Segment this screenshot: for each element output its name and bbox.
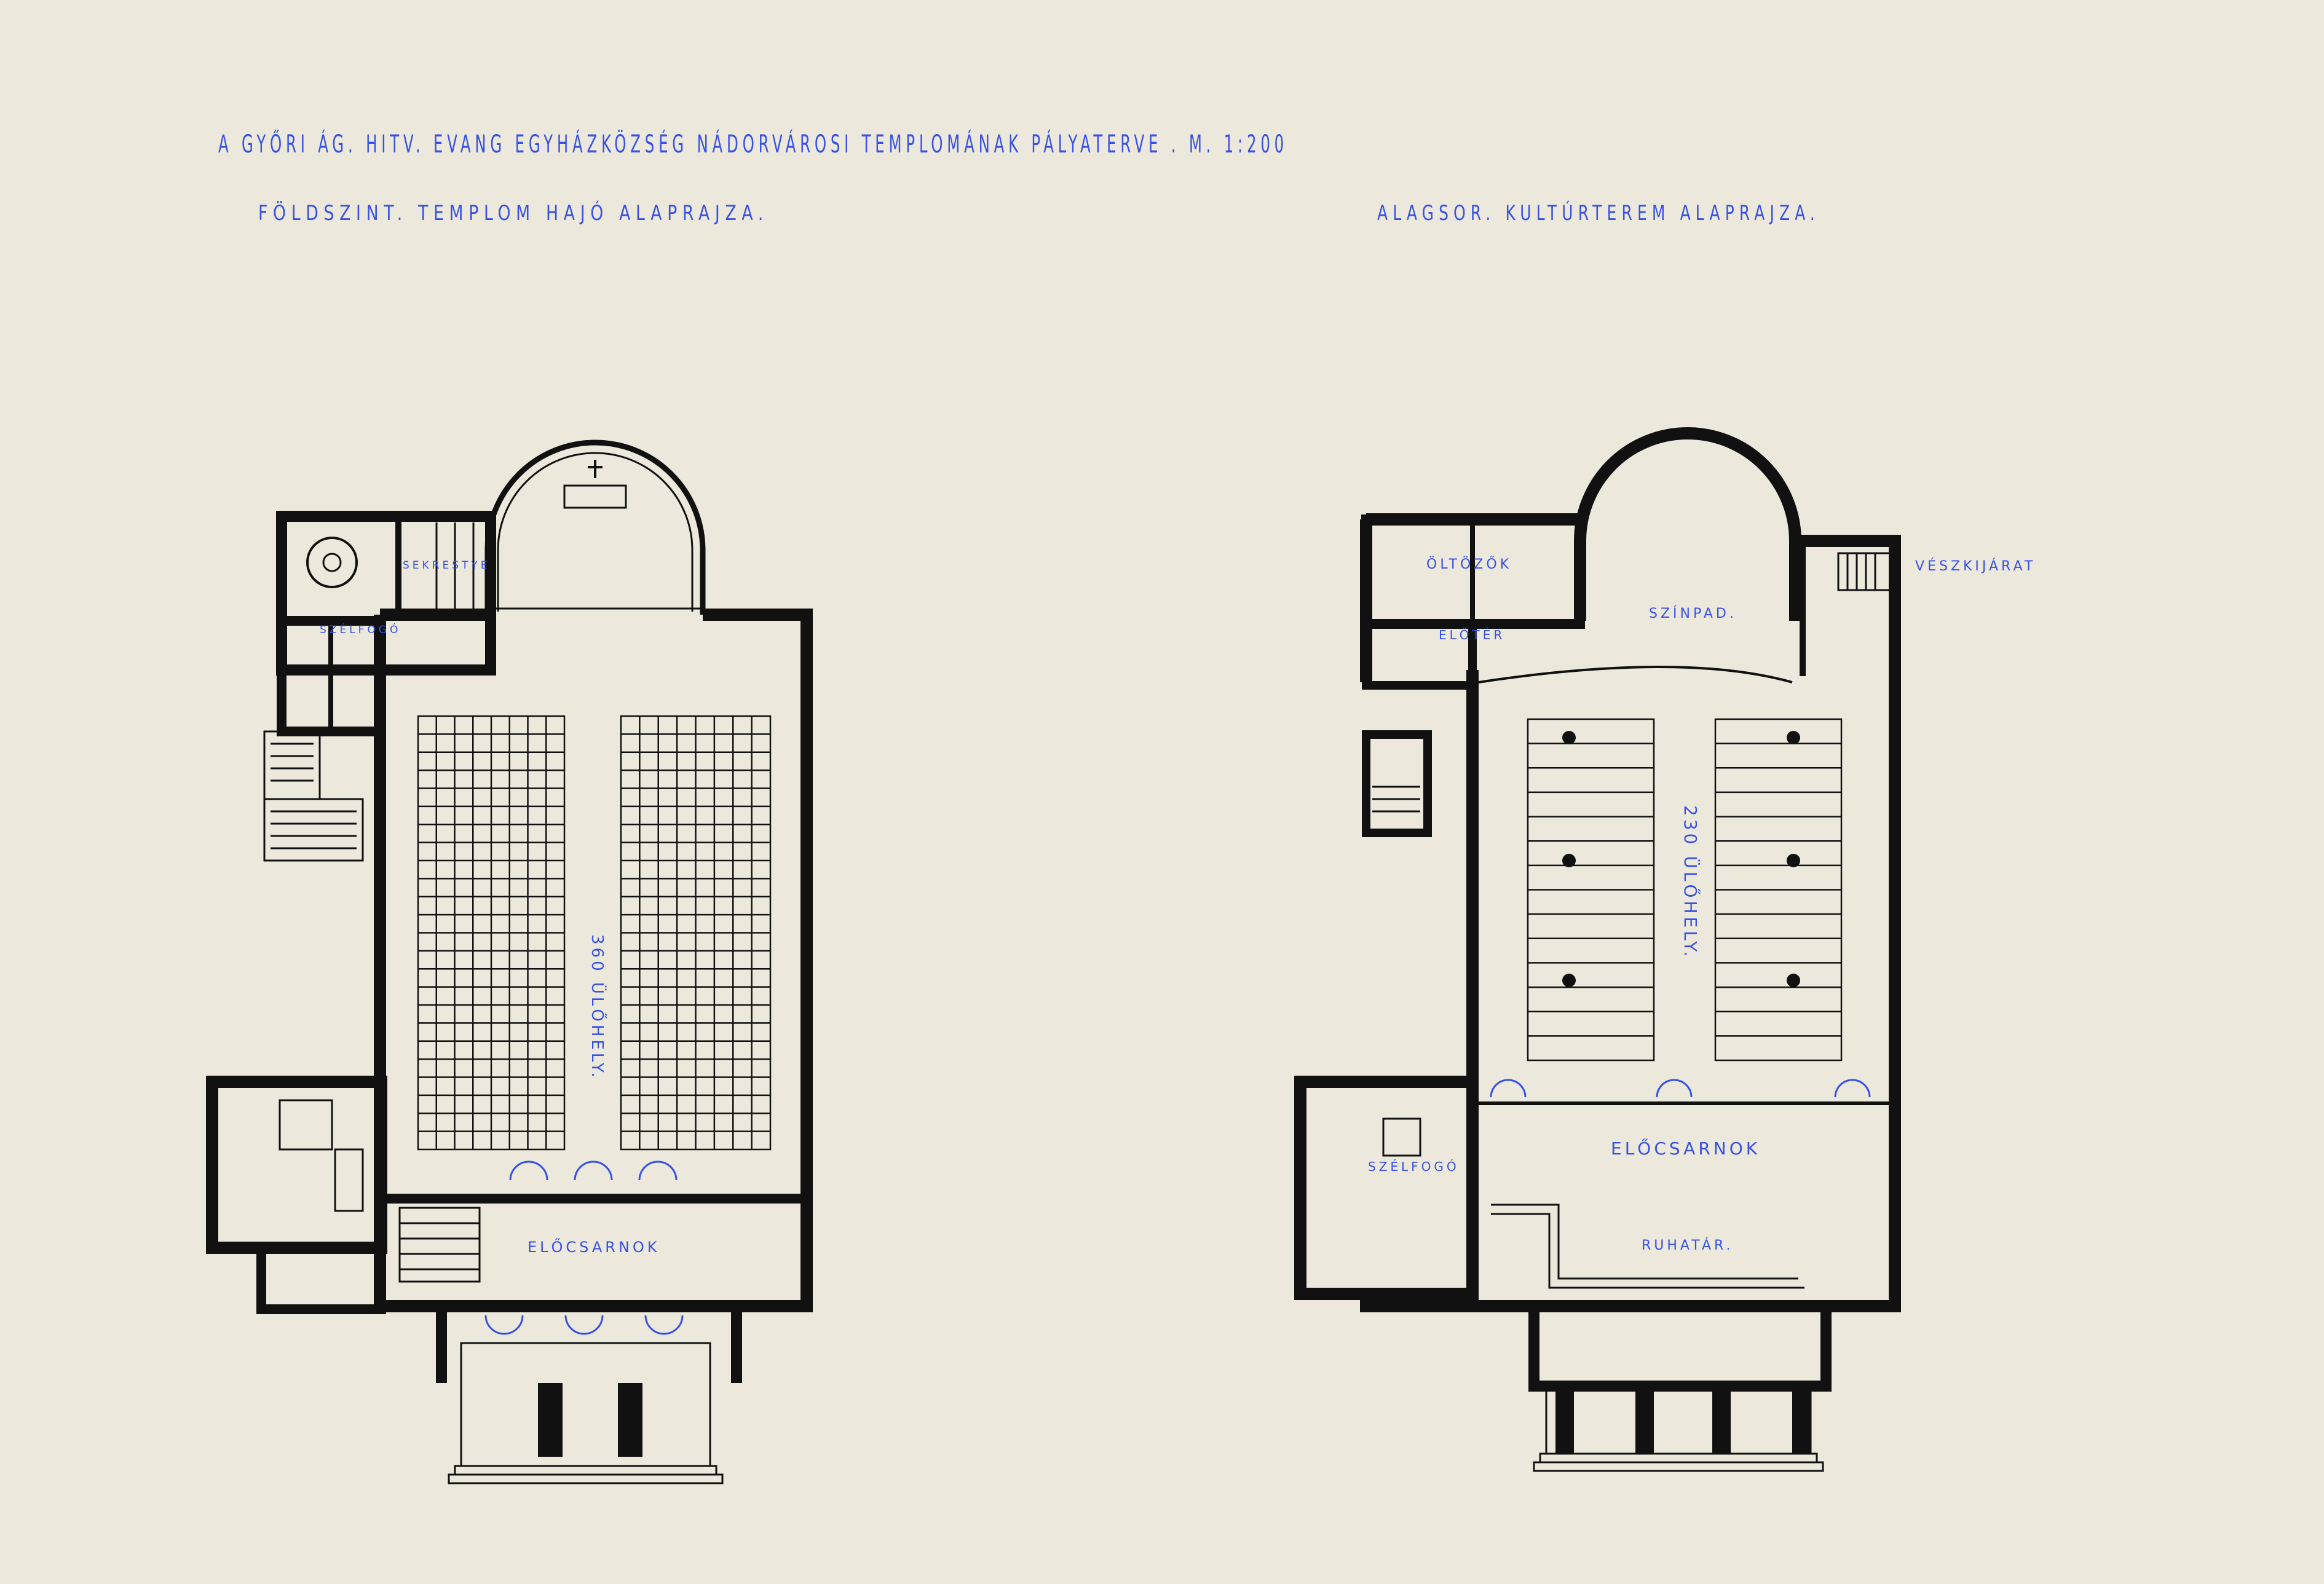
entrance-porch [436, 1306, 742, 1484]
basement-lobby-block [1294, 1076, 1479, 1300]
seat-block-right [1714, 718, 1843, 1062]
basement-plan: ÖLTÖZŐK ELŐTÉR SZÍNPAD. VÉSZKIJÁRAT 230 … [1294, 427, 2036, 1472]
basement-seats-label: 230 ÜLŐHELY. [1680, 805, 1701, 959]
basement-caption: ALAGSOR. KULTÚRTEREM ALAPRAJZA. [1377, 200, 1820, 226]
ground-wind-lobby-label: SZÉLFOGÓ [320, 623, 401, 636]
emergency-exit-stair [1837, 552, 1895, 591]
cloakroom-label: RUHATÁR. [1642, 1237, 1734, 1253]
basement-wind-lobby-label: SZÉLFOGÓ [1368, 1159, 1460, 1174]
sacristy-label: SEKRESTYE [403, 559, 491, 572]
emergency-exit-label: VÉSZKIJÁRAT [1915, 558, 2036, 574]
wc-block [277, 616, 385, 736]
stage-apse [1478, 427, 1801, 684]
ground-seats-label: 360 ÜLŐHELY. [588, 934, 607, 1081]
side-stair [263, 730, 364, 862]
basement-vestibule-label: ELŐCSARNOK [1611, 1138, 1760, 1159]
ground-floor-caption: FÖLDSZINT. TEMPLOM HAJÓ ALAPRAJZA. [258, 200, 769, 226]
stair-tower [206, 1076, 387, 1314]
columns [1562, 731, 1800, 987]
apse [484, 439, 706, 615]
cloakroom-counter [1491, 1204, 1804, 1289]
seat-block-left [1527, 718, 1655, 1062]
vestibule-stair [398, 1207, 481, 1283]
basement-side-stair [1362, 730, 1432, 837]
nave-doors [484, 1160, 684, 1335]
stage-label: SZÍNPAD. [1649, 605, 1737, 621]
sheet-title: A GYŐRI ÁG. HITV. EVANG EGYHÁZKÖZSÉG NÁD… [218, 128, 1288, 159]
basement-doors [1490, 1079, 1871, 1098]
dressing-rooms-label: ÖLTÖZŐK [1426, 556, 1512, 572]
pew-grid-right [620, 715, 772, 1151]
ground-vestibule-label: ELŐCSARNOK [528, 1237, 660, 1256]
sacristy-block [276, 511, 496, 676]
pew-grid-left [417, 715, 566, 1151]
ground-floor-plan: SEKRESTYE SZÉLFOGÓ 360 ÜLŐHELY. ELŐCSARN… [206, 439, 813, 1484]
anteroom-label: ELŐTÉR [1439, 628, 1505, 642]
basement-porch [1528, 1306, 1832, 1472]
dressing-rooms [1361, 514, 1585, 690]
